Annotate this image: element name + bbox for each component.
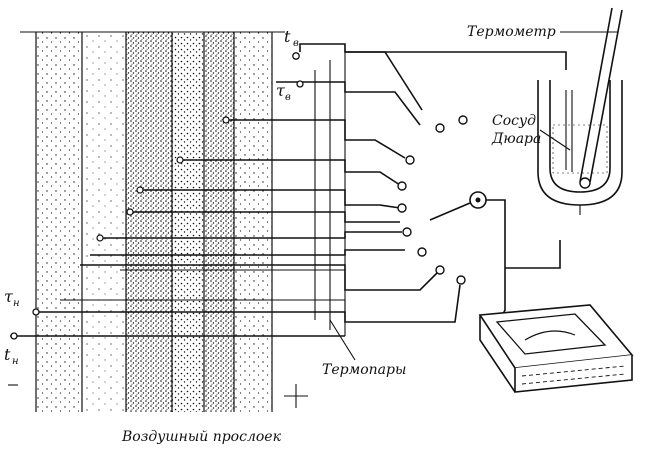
- galvanometer: [478, 304, 634, 393]
- tau-inner-label: τ: [276, 81, 286, 100]
- air-gap-label: Воздушный прослоек: [121, 429, 282, 445]
- switch-contact: [458, 115, 468, 125]
- wall-layer-3: [126, 32, 172, 412]
- t-outer-label: t: [4, 345, 11, 364]
- dewar-label-line1: Сосуд: [492, 113, 536, 129]
- switch-contact: [417, 247, 427, 257]
- switch-contact: [456, 275, 466, 285]
- switch-contact: [397, 181, 407, 191]
- leader-lines: [329, 31, 618, 361]
- wall-layer-6: [234, 32, 272, 412]
- thermocouple-wires: [10, 43, 461, 340]
- switch-contact: [402, 227, 412, 237]
- thermocouples-label: Термопары: [322, 362, 406, 378]
- switch-contact: [435, 265, 445, 275]
- dewar-label-line2: Дюара: [491, 131, 541, 147]
- crosshair-marker: [284, 384, 308, 408]
- tau-outer-label: τ: [4, 287, 14, 306]
- tau-outer-subscript: н: [13, 298, 20, 309]
- wall-layers: [20, 31, 285, 412]
- thermometer-label: Термометр: [467, 24, 556, 40]
- t-inner-subscript: в: [293, 38, 299, 49]
- t-outer-subscript: н: [12, 356, 19, 367]
- t-inner-label: t: [284, 27, 291, 46]
- tau-inner-subscript: в: [285, 92, 291, 103]
- wall-layer-1: [36, 32, 82, 412]
- switch-contacts: [397, 115, 506, 331]
- wall-layer-5: [204, 32, 234, 412]
- switch-contact: [397, 203, 407, 213]
- wall-layer-4: [172, 32, 204, 412]
- switch-contact: [435, 123, 445, 133]
- dewar-flask: [345, 7, 623, 269]
- wall-layer-2: [82, 32, 126, 412]
- switch-contact: [405, 155, 415, 165]
